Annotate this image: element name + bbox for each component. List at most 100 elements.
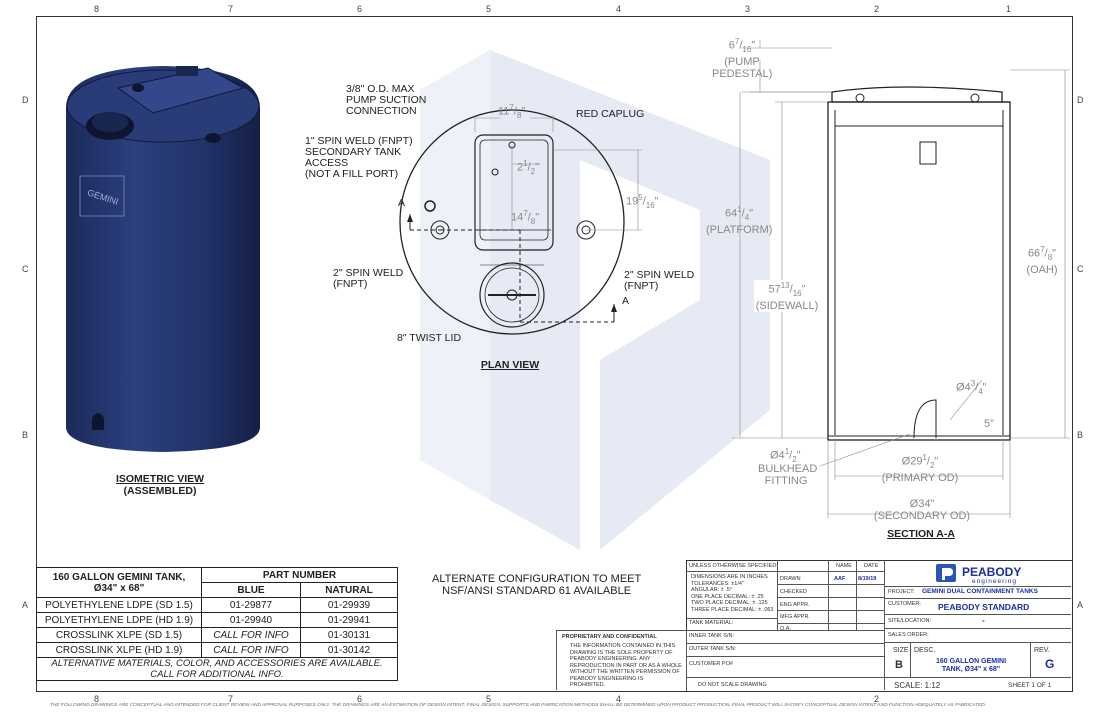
dim-value: 667/8" (1027, 245, 1057, 262)
dim-den: 2 (929, 460, 935, 470)
dim-whole: 14 (511, 211, 524, 224)
dim-num: 7 (509, 103, 514, 112)
tb-checked: CHECKED (780, 589, 807, 595)
tb-sheet: SHEET 1 OF 1 (1008, 682, 1052, 689)
tb-mfg-appr: MFG APPR. (780, 614, 810, 620)
table-header: PART NUMBER (201, 567, 398, 583)
dim-bulkhead-height: 5" (984, 418, 995, 430)
peabody-logo-subtext: engineering (972, 578, 1017, 585)
section-marker-right: A (622, 295, 630, 307)
grid-row: D (22, 95, 29, 105)
dim-bulkhead-size: Ø41/2" (770, 447, 801, 464)
dim-den: 16 (792, 288, 802, 298)
tb-size: B (895, 659, 903, 671)
grid-row: D (1077, 95, 1084, 105)
blue-cell: 01-29877 (201, 597, 301, 613)
dim-sidewall: 5713/16" (SIDEWALL) (754, 280, 820, 312)
dim-num: 1 (737, 205, 742, 214)
callout-line: 2" SPIN WELD (333, 267, 404, 279)
tb-line: DIMENSIONS ARE IN INCHES (691, 574, 768, 580)
tb-line: 160 GALLON GEMINI (936, 658, 1007, 665)
dim-label: (PRIMARY OD) (881, 471, 959, 484)
callout-spin-weld-secondary: 1" SPIN WELD (FNPT) SECONDARY TANK ACCES… (305, 136, 413, 180)
isometric-tank-image: GEMINI (66, 66, 260, 452)
dim-label: (PLATFORM) (706, 223, 773, 236)
dim-oah: 667/8" (OAH) (1022, 244, 1062, 276)
dim-num: 7 (1040, 245, 1045, 254)
table-title: 160 GALLON GEMINI TANK, Ø34" x 68" (36, 567, 202, 598)
plan-view-title: PLAN VIEW (480, 359, 540, 371)
tb-line: TOLERANCES: ±1/4" (691, 580, 744, 587)
grid-col: 2 (874, 4, 880, 14)
tb-drawn: DRAWN (780, 576, 801, 582)
dim-label: (SIDEWALL) (755, 299, 819, 312)
tb-site: - (982, 616, 985, 625)
dim-whole: 11 (498, 105, 510, 118)
grid-col: 4 (616, 694, 622, 704)
tb-desc: 160 GALLON GEMINI TANK, Ø34" x 68" (936, 658, 1006, 673)
dim-value: 67/16" (728, 37, 756, 54)
dim-whole: 66 (1027, 247, 1041, 260)
table-row: POLYETHYLENE LDPE (HD 1.9) 01-29940 01-2… (36, 612, 398, 628)
table-row: CROSSLINK XLPE (HD 1.9) CALL FOR INFO 01… (36, 642, 398, 658)
tb-proprietary: THE INFORMATION CONTAINED IN THIS DRAWIN… (570, 643, 682, 689)
callout-spin-weld-left: 2" SPIN WELD (FNPT) (333, 268, 403, 290)
tb-unless: UNLESS OTHERWISE SPECIFIED: (689, 563, 778, 569)
table-title-line: 160 GALLON GEMINI TANK, (52, 571, 186, 583)
tb-size-label: SIZE (893, 647, 909, 654)
natural-cell: 01-29941 (300, 612, 398, 628)
column-header-blue: BLUE (201, 582, 301, 598)
dim-whole: 19 (626, 195, 639, 208)
isometric-view-subtitle: (ASSEMBLED) (123, 485, 197, 497)
isometric-view-title: ISOMETRIC VIEW (115, 473, 205, 485)
tb-tolerances: DIMENSIONS ARE IN INCHES TOLERANCES: ±1/… (691, 574, 774, 613)
section-marker-left: A (398, 197, 406, 209)
dim-num: 1 (784, 447, 790, 456)
part-number-table: 160 GALLON GEMINI TANK, Ø34" x 68" PART … (36, 567, 398, 681)
dim-den: 2 (530, 166, 536, 176)
section-view-title: SECTION A-A (887, 528, 955, 540)
dim-value: Ø291/2" (901, 453, 939, 470)
callout-line: PUMP SUCTION (346, 94, 427, 106)
tb-inner-sn: INNER TANK S/N: (689, 633, 735, 639)
dim-num: 1 (922, 453, 927, 462)
tb-customer-label: CUSTOMER: (888, 601, 921, 607)
grid-col: 6 (357, 694, 363, 704)
tb-line: PEABODY ENGINEERING. ANY (570, 656, 651, 662)
natural-cell: 01-29939 (300, 597, 398, 613)
dim-whole: Ø4 (770, 449, 785, 462)
material-cell: POLYETHYLENE LDPE (SD 1.5) (36, 597, 202, 613)
tb-customer-po: CUSTOMER PO# (689, 661, 733, 667)
grid-col: 5 (486, 694, 492, 704)
dim-den: 16 (742, 44, 752, 54)
callout-spin-weld-right: 2" SPIN WELD (FNPT) (624, 270, 694, 292)
dim-whole: 57 (768, 283, 781, 296)
blue-cell: CALL FOR INFO (201, 642, 301, 658)
dim-outer: 195/16" (626, 193, 659, 210)
dim-inner: 21/2" (517, 159, 539, 176)
tb-sales-order-label: SALES ORDER: (888, 632, 929, 638)
blue-cell: CALL FOR INFO (201, 627, 301, 643)
grid-col: 7 (228, 694, 234, 704)
dim-num: 7 (734, 37, 740, 46)
dim-num: 13 (780, 281, 790, 290)
natural-cell: 01-30131 (300, 627, 398, 643)
tb-line: DRAWING IS THE SOLE PROPERTY OF (570, 649, 673, 656)
callout-line: 2" SPIN WELD (624, 269, 695, 281)
dim-height: 147/8" (511, 209, 540, 226)
grid-row: A (22, 600, 29, 610)
dim-den: 16 (645, 200, 655, 210)
dim-whole: Ø29 (901, 455, 923, 468)
tb-date-header: DATE (864, 563, 879, 569)
dim-num: 3 (970, 379, 976, 388)
section-view-drawing (732, 40, 1070, 518)
dim-primary-od: Ø291/2" (PRIMARY OD) (878, 452, 962, 484)
table-footer: ALTERNATIVE MATERIALS, COLOR, AND ACCESS… (36, 657, 398, 681)
tb-eng-appr: ENG APPR. (780, 602, 810, 608)
dim-secondary-od: Ø34" (SECONDARY OD) (870, 498, 974, 522)
callout-suction: 3/8" O.D. MAX PUMP SUCTION CONNECTION (346, 84, 426, 117)
dim-den: 2 (792, 454, 797, 464)
dim-den: 4 (978, 386, 983, 396)
tb-rev: G (1045, 657, 1055, 671)
grid-col: 3 (745, 4, 751, 14)
